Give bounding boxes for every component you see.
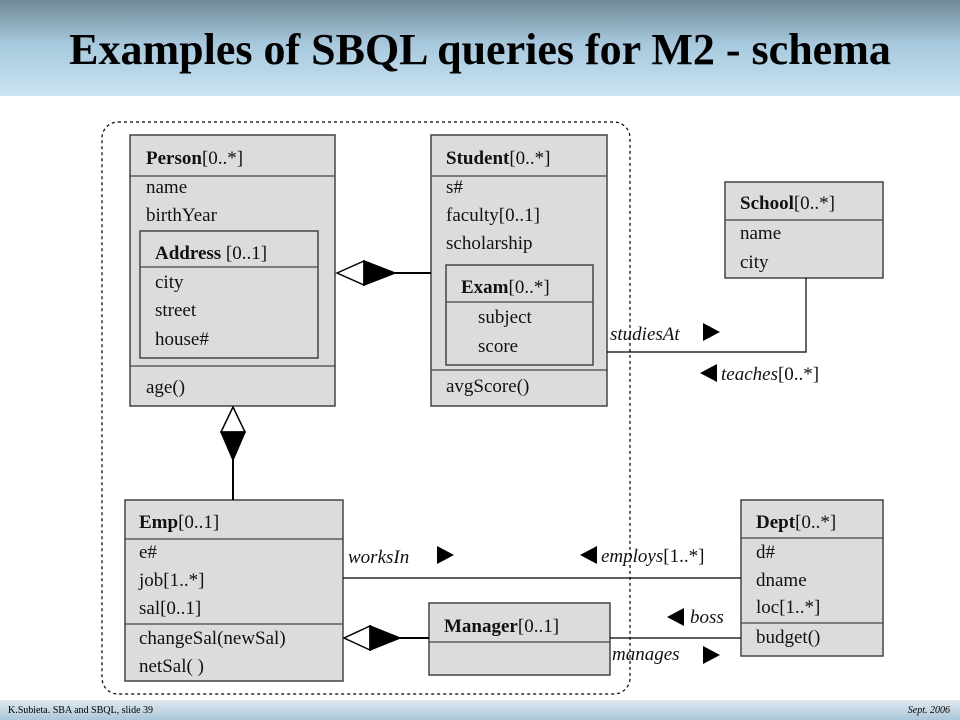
assoc-teaches-mult: [0..*] <box>778 364 819 385</box>
assoc-manages: manages <box>612 644 720 665</box>
assoc-teaches: teaches[0..*] <box>700 364 819 385</box>
class-school-name: School <box>740 193 794 214</box>
assoc-worksin-label: worksIn <box>348 547 409 568</box>
emp-attr-enum: e# <box>139 542 157 563</box>
assoc-employs-label: employs <box>601 546 663 567</box>
svg-text:Student[0..*]: Student[0..*] <box>446 148 551 169</box>
assoc-employs: employs[1..*] <box>580 546 704 567</box>
assoc-line-student-school <box>607 278 807 353</box>
class-exam-mult: [0..*] <box>509 277 550 298</box>
class-emp[interactable]: Emp[0..1] e# job[1..*] sal[0..1] changeS… <box>124 499 344 682</box>
svg-text:teaches[0..*]: teaches[0..*] <box>721 364 819 385</box>
address-attr-city: city <box>155 272 184 293</box>
class-emp-name: Emp <box>139 512 178 533</box>
class-school[interactable]: School[0..*] name city <box>724 181 884 279</box>
exam-attr-subject: subject <box>478 307 533 328</box>
class-school-mult: [0..*] <box>794 193 835 214</box>
arrow-left-icon <box>580 546 597 564</box>
svg-text:Person[0..*]: Person[0..*] <box>146 148 243 169</box>
emp-attr-job: job[1..*] <box>138 570 204 591</box>
person-attr-birthyear: birthYear <box>146 205 218 226</box>
class-dept-name: Dept <box>756 512 796 533</box>
class-exam[interactable]: Exam[0..*] subject score <box>445 264 594 366</box>
arrow-left-icon <box>667 608 684 626</box>
assoc-manages-label: manages <box>612 644 680 665</box>
school-attr-city: city <box>740 252 769 273</box>
dept-attr-loc: loc[1..*] <box>756 597 820 618</box>
address-attr-house: house# <box>155 329 209 350</box>
person-attr-name: name <box>146 177 187 198</box>
class-exam-name: Exam <box>461 277 509 298</box>
assoc-boss: boss <box>667 607 724 628</box>
class-dept-mult: [0..*] <box>795 512 836 533</box>
dept-attr-dname: dname <box>756 570 807 591</box>
svg-text:Dept[0..*]: Dept[0..*] <box>756 512 836 533</box>
emp-attr-sal: sal[0..1] <box>139 598 201 619</box>
class-emp-mult: [0..1] <box>178 512 219 533</box>
footer-date: Sept. 2006 <box>907 705 950 716</box>
dashed-group-frame <box>101 121 631 695</box>
class-student-name: Student <box>446 148 510 169</box>
student-attr-snum: s# <box>446 177 463 198</box>
dept-method-budget: budget() <box>756 627 820 648</box>
assoc-studiesat: studiesAt <box>610 323 720 345</box>
class-manager-mult: [0..1] <box>518 616 559 637</box>
class-person-name: Person <box>146 148 202 169</box>
arrow-right-icon <box>437 546 454 564</box>
class-manager[interactable]: Manager[0..1] <box>428 602 611 676</box>
class-manager-name: Manager <box>444 616 518 637</box>
emp-method-changesal: changeSal(newSal) <box>139 628 286 649</box>
class-address-name: Address <box>155 243 221 264</box>
assoc-teaches-label: teaches <box>721 364 778 385</box>
footer-author: K.Subieta. SBA and SBQL, slide 39 <box>8 705 154 716</box>
svg-text:employs[1..*]: employs[1..*] <box>601 546 704 567</box>
person-method-age: age() <box>146 377 185 398</box>
assoc-employs-mult: [1..*] <box>663 546 704 567</box>
arrow-right-icon <box>703 323 720 341</box>
svg-text:Exam[0..*]: Exam[0..*] <box>461 277 550 298</box>
class-person-mult: [0..*] <box>202 148 243 169</box>
svg-text:Emp[0..1]: Emp[0..1] <box>139 512 219 533</box>
student-attr-scholarship: scholarship <box>446 233 533 254</box>
footer-bar: K.Subieta. SBA and SBQL, slide 39 Sept. … <box>0 700 960 720</box>
title-banner: Examples of SBQL queries for M2 - schema <box>0 0 960 96</box>
class-address-mult: [0..1] <box>221 243 267 264</box>
class-dept[interactable]: Dept[0..*] d# dname loc[1..*] budget() <box>740 499 884 657</box>
class-address[interactable]: Address [0..1] city street house# <box>139 230 319 359</box>
inheritance-manager-emp <box>342 624 429 652</box>
class-student-mult: [0..*] <box>509 148 550 169</box>
dept-attr-dnum: d# <box>756 542 776 563</box>
slide-title: Examples of SBQL queries for M2 - schema <box>69 25 891 74</box>
arrow-left-icon <box>700 364 717 382</box>
address-attr-street: street <box>155 300 197 321</box>
inheritance-student-person <box>335 259 431 287</box>
assoc-studiesat-label: studiesAt <box>610 324 680 345</box>
assoc-worksin: worksIn <box>348 546 454 568</box>
exam-attr-score: score <box>478 336 518 357</box>
arrow-right-icon <box>703 646 720 664</box>
emp-method-netsal: netSal( ) <box>139 656 204 677</box>
svg-text:Address [0..1]: Address [0..1] <box>155 243 267 264</box>
student-method-avgscore: avgScore() <box>446 376 529 397</box>
svg-text:School[0..*]: School[0..*] <box>740 193 835 214</box>
student-attr-faculty: faculty[0..1] <box>446 205 540 226</box>
school-attr-name: name <box>740 223 781 244</box>
inheritance-emp-person <box>219 405 247 500</box>
svg-text:Manager[0..1]: Manager[0..1] <box>444 616 559 637</box>
assoc-boss-label: boss <box>690 607 724 628</box>
